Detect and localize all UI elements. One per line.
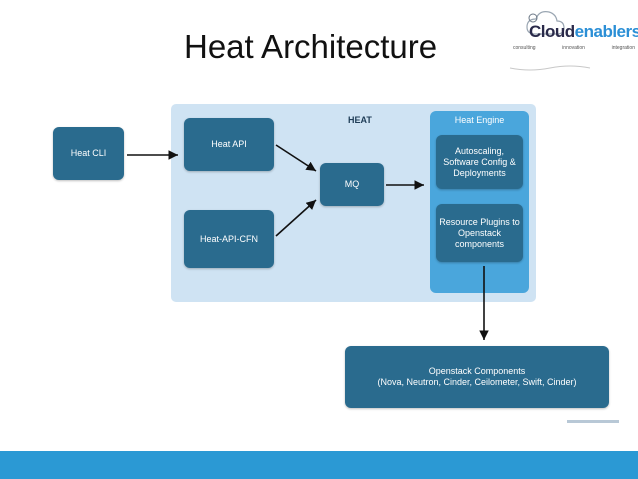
node-openstack-components: Openstack Components (Nova, Neutron, Cin… [345, 346, 609, 408]
node-heat-api-cfn: Heat-API-CFN [184, 210, 274, 268]
node-label: Autoscaling, Software Config & Deploymen… [443, 145, 516, 178]
slide-scroll-marker [567, 420, 619, 423]
node-label: Heat-API-CFN [199, 233, 258, 244]
node-mq: MQ [320, 163, 384, 206]
logo-tagline-item: innovation [562, 45, 585, 51]
node-label: Heat API [211, 139, 247, 149]
logo-word-enablers: enablers [574, 22, 638, 41]
node-label: Resource Plugins to Openstack components [439, 216, 520, 249]
node-heat-api: Heat API [184, 118, 274, 171]
footer-bar [0, 451, 638, 479]
node-label: Openstack Components (Nova, Neutron, Cin… [377, 366, 577, 387]
arrow-api-to-mq [275, 144, 317, 172]
heat-engine-label: Heat Engine [454, 115, 505, 125]
logo-word-cloud: Cloud [529, 22, 575, 41]
node-resource-plugins: Resource Plugins to Openstack components [436, 204, 523, 262]
logo-tagline-item: integration [611, 45, 635, 51]
cloud-icon [509, 11, 591, 71]
cloudenablers-logo: Cloudenablers consulting innovation inte… [505, 6, 638, 78]
node-heat-cli: Heat CLI [53, 127, 124, 180]
logo-tagline-item: consulting [513, 45, 536, 51]
node-label: MQ [344, 179, 360, 189]
slide-title: Heat Architecture [184, 28, 438, 65]
heat-panel-label: HEAT [348, 115, 372, 125]
logo-tagline: consulting innovation integration [513, 45, 635, 51]
node-label: Heat CLI [70, 148, 107, 158]
arrow-cfn-to-mq [275, 199, 317, 237]
node-autoscaling: Autoscaling, Software Config & Deploymen… [436, 135, 523, 189]
logo-wordmark: Cloudenablers [529, 22, 638, 42]
